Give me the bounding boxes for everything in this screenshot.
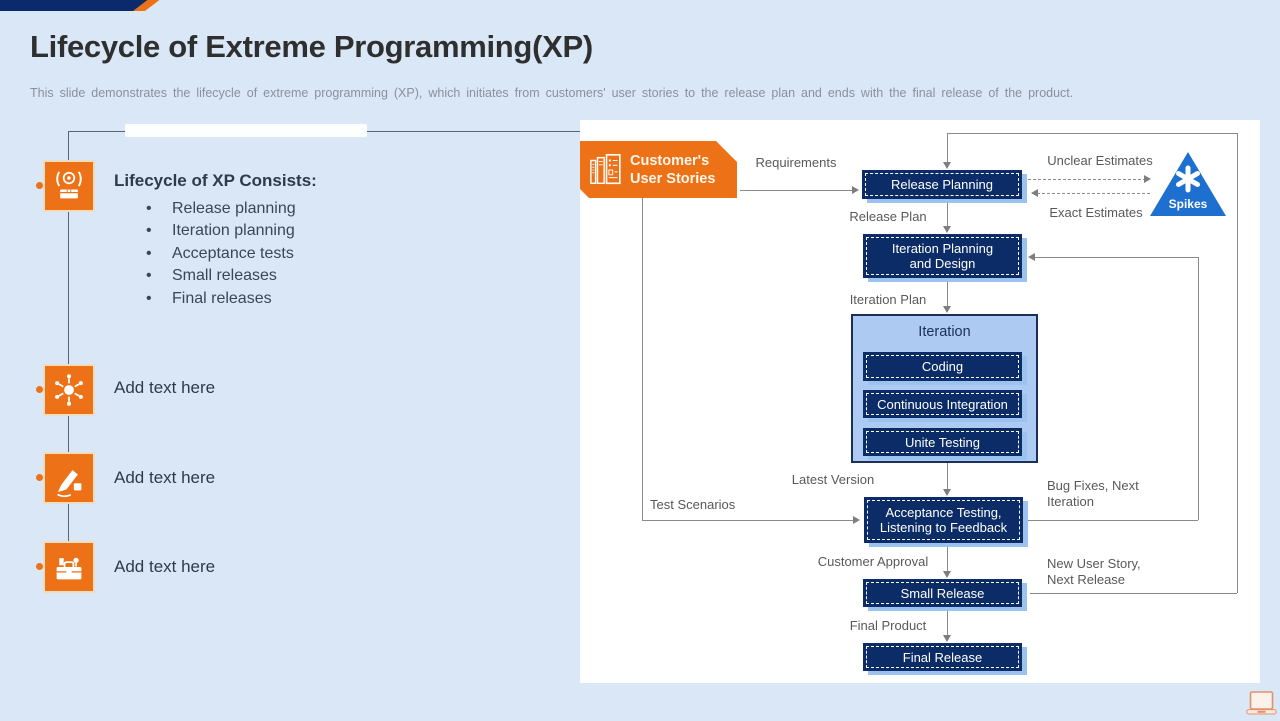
sidebar-heading: Add text here: [114, 557, 216, 576]
list-item-label: Release planning: [172, 200, 296, 217]
node-label: Iteration Planning and Design: [891, 241, 994, 271]
page-subtitle: This slide demonstrates the lifecycle of…: [30, 86, 1074, 100]
iteration-title: Iteration: [918, 324, 971, 340]
node-label: Acceptance Testing, Listening to Feedbac…: [879, 505, 1008, 535]
topbar-navy-stripe: [0, 0, 152, 11]
node-unite-testing: Unite Testing: [863, 428, 1022, 456]
connector-line: [1198, 257, 1199, 520]
arrowhead-down: [943, 635, 951, 642]
connector-line: [947, 133, 948, 164]
page-title: Lifecycle of Extreme Programming(XP): [30, 29, 593, 64]
connector-line: [947, 278, 948, 308]
list-item: Release planning: [142, 198, 296, 220]
sidebar-heading: Lifecycle of XP Consists:: [114, 171, 317, 190]
node-label: Continuous Integration: [877, 396, 1008, 412]
edge-label-unclear-estimates: Unclear Estimates: [1047, 153, 1153, 168]
bullet-dot: [36, 474, 43, 481]
node-customer-user-stories: Customer's User Stories: [580, 141, 737, 198]
edge-label-test-scenarios: Test Scenarios: [650, 497, 736, 512]
arrowhead-right: [1144, 175, 1151, 183]
toolbox-icon: [43, 541, 95, 593]
list-item-label: Iteration planning: [172, 222, 295, 240]
connector-line: [1034, 257, 1198, 258]
list-item-label: Acceptance tests: [172, 244, 294, 262]
edge-label-customer-approval: Customer Approval: [817, 554, 929, 569]
arrowhead-left: [1028, 253, 1035, 261]
edge-label-bug-fixes: Bug Fixes, Next Iteration: [1047, 478, 1139, 509]
edge-label-release-plan: Release Plan: [849, 209, 927, 224]
bullet-dot: [36, 563, 43, 570]
toolbox-icon: [56, 557, 82, 580]
topbar-orange-slash: [133, 0, 160, 11]
hub-network-icon: [43, 364, 95, 416]
list-item: Small releases: [142, 265, 296, 287]
lifecycle-rotation-icon: [56, 171, 82, 199]
list-item-label: Final releases: [172, 289, 272, 307]
books-user-stories-icon: [588, 149, 626, 191]
connector-line: [1030, 593, 1237, 594]
arrowhead-down: [943, 489, 951, 496]
pencil-design-icon: [43, 452, 95, 504]
list-item: Final releases: [142, 288, 296, 310]
connector-line: [740, 190, 853, 191]
edge-label-latest-version: Latest Version: [791, 472, 875, 487]
node-label-line2: User Stories: [630, 170, 716, 187]
node-release-planning: Release Planning: [862, 170, 1022, 199]
arrowhead-right: [852, 186, 859, 194]
node-small-release: Small Release: [863, 579, 1022, 607]
node-label: Release Planning: [891, 177, 993, 192]
node-label: Coding: [921, 359, 964, 374]
node-coding: Coding: [863, 352, 1022, 381]
arrowhead-down: [943, 226, 951, 233]
node-label: Small Release: [900, 585, 985, 601]
arrowhead-down: [943, 162, 951, 169]
connector-line: [947, 543, 948, 573]
edge-label-exact-estimates: Exact Estimates: [1049, 205, 1143, 220]
pencil-design-icon: [57, 470, 82, 498]
divider-highlight: [125, 124, 367, 137]
edge-label-iteration-plan: Iteration Plan: [849, 292, 927, 307]
node-acceptance-testing: Acceptance Testing, Listening to Feedbac…: [864, 497, 1023, 543]
hub-network-icon: [55, 374, 83, 406]
connector-line: [947, 199, 948, 227]
node-label: Customer's User Stories: [630, 152, 715, 188]
connector-line: [947, 463, 948, 490]
edge-label-final-product: Final Product: [849, 618, 927, 633]
list-item-label: Small releases: [172, 267, 277, 285]
bullet-dot: [36, 182, 43, 189]
spikes-label: Spikes: [1168, 197, 1208, 211]
dashed-connector-line: [1028, 179, 1146, 180]
connector-line: [947, 133, 1237, 134]
sidebar-heading: Add text here: [114, 378, 216, 397]
arrowhead-right: [853, 516, 860, 524]
connector-line: [1237, 133, 1238, 593]
node-continuous-integration: Continuous Integration: [863, 390, 1022, 418]
node-final-release: Final Release: [863, 643, 1022, 671]
arrowhead-down: [943, 306, 951, 313]
edge-label-new-user-story: New User Story, Next Release: [1047, 556, 1141, 587]
arrowhead-down: [943, 571, 951, 578]
sidebar-heading: Add text here: [114, 468, 216, 487]
laptop-icon: [1246, 691, 1277, 716]
lifecycle-rotation-icon: [43, 160, 95, 212]
connector-line: [68, 131, 69, 567]
node-label: Unite Testing: [905, 434, 980, 450]
connector-line: [642, 198, 643, 520]
node-iteration-planning: Iteration Planning and Design: [863, 234, 1022, 278]
node-label-line1: Customer's: [630, 152, 710, 169]
bullet-dot: [36, 386, 43, 393]
connector-line: [1026, 520, 1198, 521]
arrowhead-left: [1031, 189, 1038, 197]
connector-line: [642, 520, 854, 521]
edge-label-requirements: Requirements: [755, 155, 837, 170]
node-label: Final Release: [902, 649, 983, 665]
list-item: Acceptance tests: [142, 243, 296, 265]
list-item: Iteration planning: [142, 220, 296, 242]
spark-asterisk-icon: [1176, 165, 1200, 193]
sidebar-bullet-list: Release planning Iteration planning Acce…: [142, 198, 296, 310]
laptop-icon: [1246, 691, 1277, 715]
dashed-connector-line: [1032, 193, 1150, 194]
connector-line: [947, 607, 948, 637]
